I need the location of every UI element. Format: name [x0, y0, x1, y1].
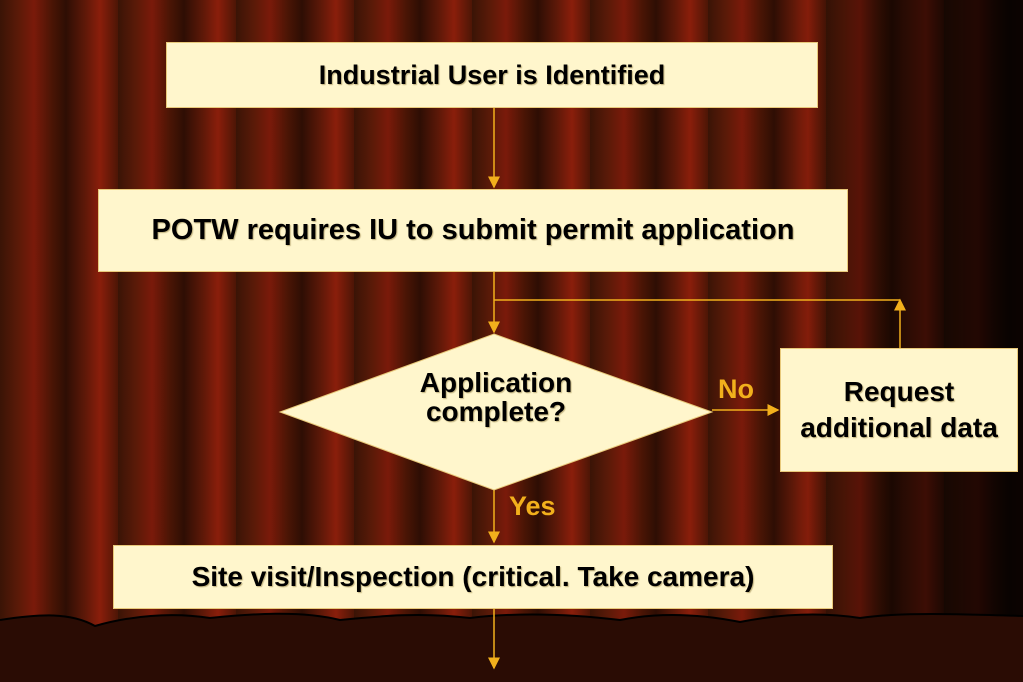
node-label-line-2: additional data [800, 412, 998, 443]
node-label: POTW requires IU to submit permit applic… [151, 214, 795, 246]
edge-label-no: No [718, 374, 754, 404]
decision-application-complete: Application complete? [380, 368, 612, 427]
decision-diamond [278, 333, 714, 491]
node-label: Site visit/Inspection (critical. Take ca… [191, 561, 755, 592]
node-industrial-user-identified: Industrial User is Identified [166, 42, 818, 108]
node-label-line-1: Request [843, 375, 955, 407]
decision-label-line-2: complete? [425, 396, 567, 428]
decision-label-line-1: Application [419, 367, 573, 398]
node-site-visit-inspection: Site visit/Inspection (critical. Take ca… [113, 545, 833, 609]
node-label: Industrial User is Identified [318, 59, 666, 90]
edge-label-yes: Yes [509, 491, 556, 521]
stage-floor [0, 612, 1023, 682]
node-potw-requires-application: POTW requires IU to submit permit applic… [98, 189, 848, 272]
node-request-additional-data: Request additional data [780, 348, 1018, 472]
